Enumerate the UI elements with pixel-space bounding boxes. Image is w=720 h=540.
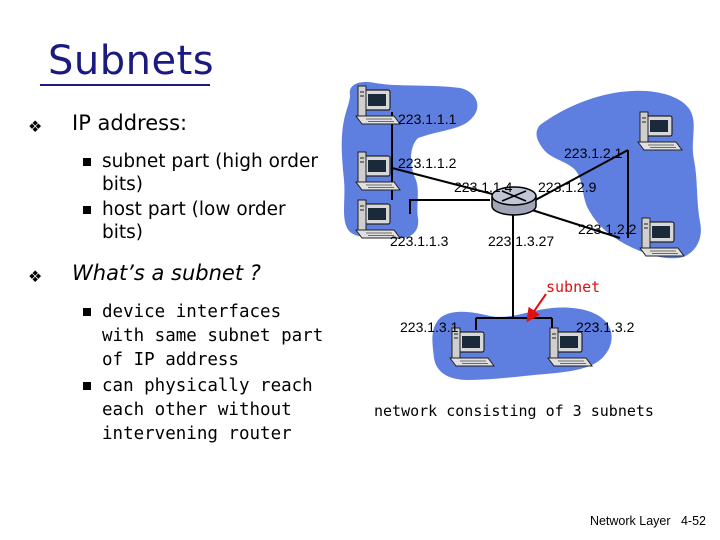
square-bullet-icon	[83, 158, 91, 166]
bullet-text: IP address:	[72, 111, 188, 135]
address-label: 223.1.1.2	[398, 155, 457, 171]
sub-bullet: device interfaces with same subnet part …	[28, 300, 328, 372]
square-bullet-icon	[83, 308, 91, 316]
sub-bullet-list: subnet part (high order bits) host part …	[28, 150, 328, 244]
address-label: 223.1.1.4	[454, 179, 513, 195]
subnet-callout-label: subnet	[546, 278, 600, 296]
address-label: 223.1.3.1	[400, 319, 459, 335]
sub-bullet-text: host part (low order bits)	[102, 199, 286, 243]
address-label: 223.1.1.3	[390, 233, 449, 249]
sub-bullet-text: device interfaces with same subnet part …	[102, 302, 324, 370]
title-underline	[40, 84, 210, 86]
square-bullet-icon	[83, 382, 91, 390]
sub-bullet-text: subnet part (high order bits)	[102, 151, 318, 195]
footer-page-number: 4-52	[680, 514, 706, 528]
bullet-whats-a-subnet: ❖ What’s a subnet ?	[28, 260, 328, 286]
subnet-callout-arrow	[526, 293, 547, 323]
page-title: Subnets	[48, 38, 215, 84]
router-icon	[491, 186, 537, 216]
diamond-bullet-icon: ❖	[28, 117, 43, 136]
bullet-text: What’s a subnet ?	[72, 261, 261, 285]
sub-bullet: host part (low order bits)	[28, 198, 328, 244]
sub-bullet-text: can physically reach each other without …	[102, 376, 313, 444]
slide-footer: Network Layer 4-52	[590, 514, 706, 528]
diamond-bullet-icon: ❖	[28, 267, 43, 286]
address-label: 223.1.2.2	[578, 221, 637, 237]
address-label: 223.1.2.1	[564, 145, 623, 161]
sub-bullet: can physically reach each other without …	[28, 374, 328, 446]
bullet-ip-address: ❖ IP address:	[28, 110, 328, 136]
sub-bullet-list: device interfaces with same subnet part …	[28, 300, 328, 446]
bullet-list: ❖ IP address: subnet part (high order bi…	[28, 110, 328, 462]
sub-bullet: subnet part (high order bits)	[28, 150, 328, 196]
square-bullet-icon	[83, 206, 91, 214]
address-label: 223.1.1.1	[398, 111, 457, 127]
address-label: 223.1.2.9	[538, 179, 597, 195]
address-label: 223.1.3.27	[488, 233, 554, 249]
diagram-caption: network consisting of 3 subnets	[374, 402, 654, 420]
footer-section: Network Layer	[589, 514, 671, 528]
address-label: 223.1.3.2	[576, 319, 635, 335]
